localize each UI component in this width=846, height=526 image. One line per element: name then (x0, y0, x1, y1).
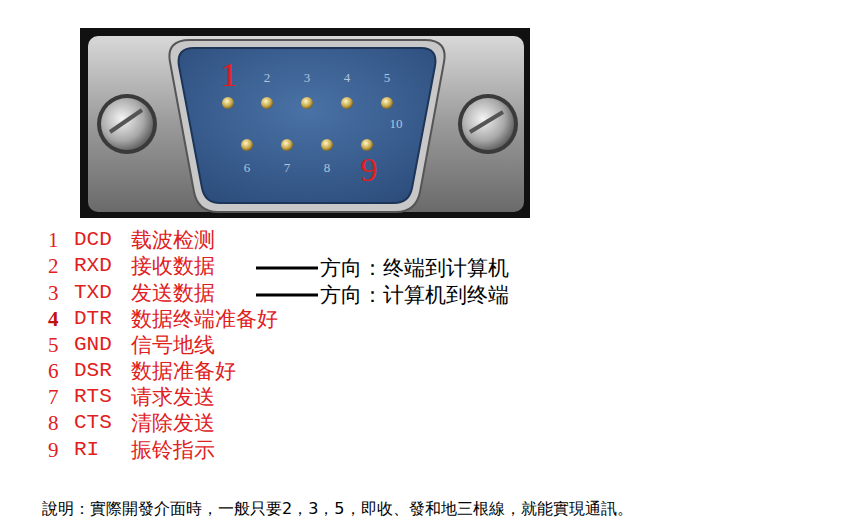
pin-number: 3 (48, 281, 59, 305)
pin-number: 5 (48, 333, 59, 357)
signal-name: GND (74, 333, 112, 357)
pin-number: 8 (324, 161, 331, 176)
signal-description: 发送数据 (131, 281, 215, 305)
signal-name: DSR (74, 359, 112, 383)
signal-name: TXD (74, 281, 112, 305)
signal-name: DTR (74, 307, 112, 331)
pin-number: 4 (344, 71, 351, 86)
signal-name: RTS (74, 385, 112, 409)
direction-note: 方向：终端到计算机 (320, 256, 509, 280)
signal-description: 信号地线 (131, 333, 215, 357)
pin-number: 9 (48, 438, 59, 462)
pin-number: 5 (384, 71, 391, 86)
pin-number: 7 (284, 161, 291, 176)
signal-description: 数据准备好 (131, 359, 236, 383)
pin-number: 10 (390, 117, 403, 132)
signal-name: DCD (74, 228, 112, 252)
pin-number: 9 (361, 150, 378, 189)
signal-description: 请求发送 (131, 385, 215, 409)
pin-number: 6 (48, 359, 59, 383)
signal-description: 载波检测 (131, 228, 215, 252)
signal-description: 清除发送 (131, 411, 215, 435)
signal-name: RI (74, 438, 99, 462)
direction-note: 方向：计算机到终端 (320, 283, 509, 307)
pin-number: 2 (264, 71, 271, 86)
signal-description: 数据终端准备好 (131, 307, 278, 331)
signal-name: RXD (74, 254, 112, 278)
signal-name: CTS (74, 411, 112, 435)
pin-number: 3 (304, 71, 311, 86)
explanation-note: 說明：實際開發介面時，一般只要2，3，5，即收、發和地三根線，就能實現通訊。 (42, 500, 633, 518)
pin-number: 4 (48, 307, 59, 331)
pin-number: 7 (48, 385, 59, 409)
pin-number: 6 (244, 161, 251, 176)
pin-number: 2 (48, 254, 59, 278)
pin-number: 8 (48, 411, 59, 435)
signal-description: 接收数据 (131, 254, 215, 278)
pin-number: 1 (221, 55, 238, 94)
pin-number: 1 (48, 228, 59, 252)
signal-description: 振铃指示 (131, 438, 215, 462)
